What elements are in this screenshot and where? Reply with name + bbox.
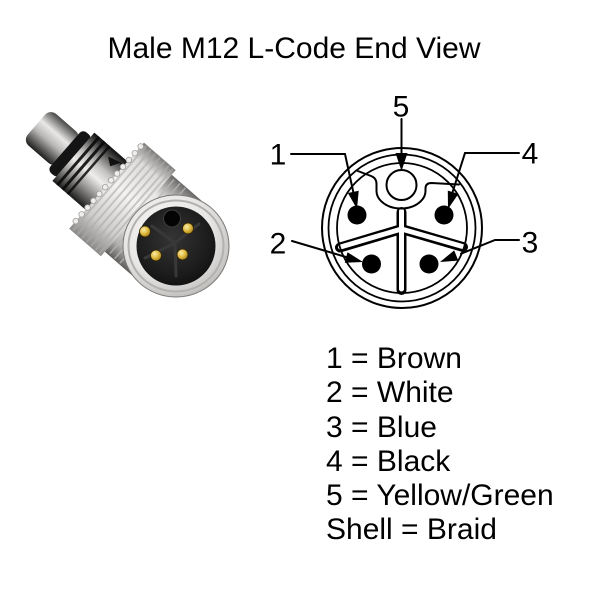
pin1-leader-line [290, 153, 355, 194]
legend-line-3: 3 = Blue [326, 410, 437, 444]
pin1-label: 1 [270, 139, 287, 172]
pin2-leader-line [291, 240, 347, 258]
pin4-label: 4 [522, 138, 539, 171]
pin3-leader-line [460, 239, 520, 255]
pin4-arrowhead [447, 190, 459, 209]
pin5-arrowhead [395, 153, 408, 171]
pin3-arrowhead [440, 250, 459, 262]
insert-divider [335, 207, 468, 295]
pinout-diagram: 5 1 4 2 3 [270, 91, 539, 309]
leader-arrowheads [344, 153, 459, 263]
legend-line-2: 2 = White [326, 376, 454, 410]
pin4-contact [434, 205, 454, 225]
leader-lines [290, 118, 520, 258]
pin1-arrowhead [347, 190, 359, 209]
pin3-contact [419, 254, 439, 274]
pin4-leader-line [451, 152, 520, 193]
pin5-hole-circle [385, 169, 418, 201]
knurl-teeth [72, 143, 144, 225]
face-pin-1 [139, 225, 151, 238]
legend-line-4: 4 = Black [326, 444, 451, 478]
o-ring [49, 131, 91, 177]
face-pin-4 [182, 222, 194, 235]
photo-gold-pins [139, 222, 194, 262]
wiring-legend: 1 = Brown 2 = White 3 = Blue 4 = Black 5… [326, 342, 554, 548]
face-pin-2 [150, 249, 162, 262]
pin1-contact [347, 205, 367, 225]
knurl-ridges [72, 145, 174, 255]
connector-photo [25, 112, 230, 298]
pin3-label: 3 [522, 227, 539, 260]
body-arrow-marker [108, 156, 122, 167]
face-pin-3 [176, 248, 189, 261]
legend-line-1: 1 = Brown [326, 342, 462, 375]
body-groove [66, 145, 111, 196]
pin2-label: 2 [270, 228, 287, 261]
pin2-contact [362, 254, 381, 274]
thread-rim [127, 199, 225, 293]
legend-line-shell: Shell = Braid [326, 513, 497, 547]
body-groove [56, 135, 101, 187]
page-title: Male M12 L-Code End View [107, 32, 481, 65]
pin2-arrowhead [344, 252, 363, 263]
keyway-pocket [355, 169, 460, 210]
photo-pin5-hole [163, 209, 181, 228]
legend-line-5: 5 = Yellow/Green [326, 479, 554, 513]
body-groove [61, 140, 106, 191]
pin5-label: 5 [393, 91, 410, 124]
